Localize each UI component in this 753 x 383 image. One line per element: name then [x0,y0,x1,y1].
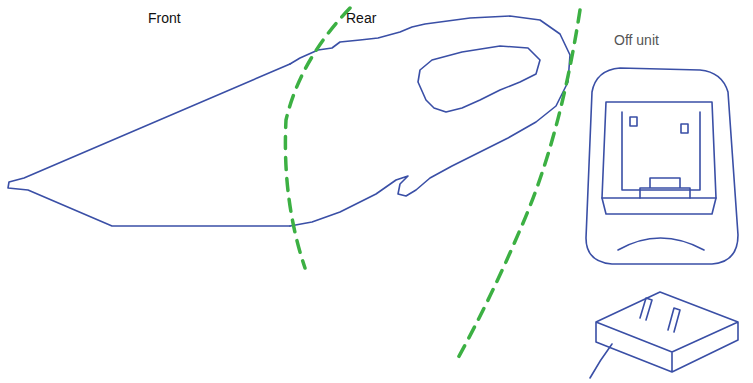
power-cord [590,344,612,378]
base-recess [602,102,716,214]
front-nozzle [8,64,290,226]
base-latch [640,178,690,198]
contact [630,117,637,126]
handle-opening [418,46,540,112]
rear-body [290,16,570,226]
region-label: Front [148,10,181,26]
wall-adapter [596,292,738,372]
charging-base [586,68,738,264]
base-floor [602,197,716,199]
base-lip [618,238,704,250]
divider-off-unit [458,10,580,358]
region-label: Rear [346,10,376,26]
region-label: Off unit [614,32,659,48]
contact [681,124,688,133]
adapter-prong [640,298,680,332]
divider-front-rear [285,8,350,268]
